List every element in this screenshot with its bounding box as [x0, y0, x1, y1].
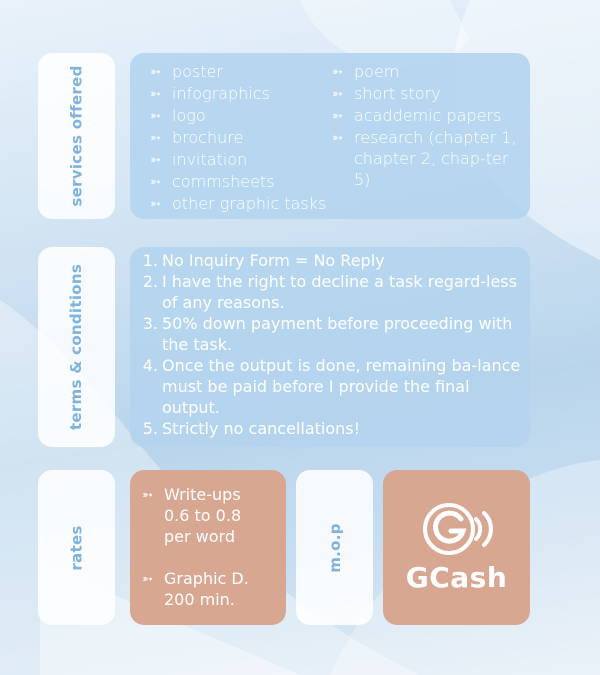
services-card: ➳ poster ➳ infographics ➳ logo ➳ brochure ➳ invit…: [130, 53, 530, 219]
arrow-right-icon: ➳: [150, 153, 161, 168]
service-item: ➳ acaddemic papers: [332, 105, 520, 127]
service-item: ➳ commsheets: [150, 171, 360, 193]
services-left-list: ➳ poster ➳ infographics ➳ logo ➳ brochure ➳ invit…: [150, 61, 360, 215]
term-item: 1.No Inquiry Form = No Reply: [142, 250, 522, 271]
service-item: ➳ research (chapter 1, chapter 2, chap-te…: [332, 127, 520, 190]
arrow-right-icon: ➳: [150, 131, 161, 146]
term-number: 1.: [142, 251, 158, 270]
term-text: No Inquiry Form = No Reply: [162, 251, 385, 270]
services-right-list: ➳ poem ➳ short story ➳ acaddemic papers ➳ resea…: [332, 61, 520, 190]
writeups-range: 0.6 to 0.8: [164, 506, 242, 525]
service-item: ➳ poem: [332, 61, 520, 83]
arrow-right-icon: ➳: [332, 87, 343, 102]
service-item-label: poster: [172, 62, 223, 81]
service-item: ➳ other graphic tasks: [150, 193, 360, 215]
arrow-right-icon: ➳: [150, 197, 161, 212]
term-number: 2.: [142, 272, 158, 291]
service-item-label: acaddemic papers: [354, 106, 502, 125]
arrow-right-icon: ➳: [150, 87, 161, 102]
graphic-title: Graphic D.: [164, 569, 249, 588]
term-item: 4.Once the output is done, remaining ba-…: [142, 355, 522, 418]
service-item: ➳ short story: [332, 83, 520, 105]
writeups-unit: per word: [164, 527, 235, 546]
rates-label-panel: rates: [38, 470, 115, 625]
term-number: 5.: [142, 419, 158, 438]
arrow-right-icon: ➳: [150, 109, 161, 124]
service-item-label: poem: [354, 62, 400, 81]
arrow-right-icon: ➳: [142, 488, 153, 503]
graphic-rate: ➳ Graphic D. 200 min.: [142, 568, 282, 610]
rates-card: ➳ Write-ups 0.6 to 0.8 per word ➳ Graphi…: [130, 470, 286, 625]
terms-label: terms & conditions: [67, 263, 86, 431]
mop-label: m.o.p: [325, 522, 344, 573]
arrow-right-icon: ➳: [150, 175, 161, 190]
service-item-label: brochure: [172, 128, 244, 147]
writeups-rate: ➳ Write-ups 0.6 to 0.8 per word: [142, 484, 282, 547]
term-text: 50% down payment before proceeding with …: [162, 314, 513, 354]
arrow-right-icon: ➳: [150, 65, 161, 80]
writeups-title: Write-ups: [164, 485, 241, 504]
services-label: services offered: [67, 65, 86, 207]
service-item-label: infographics: [172, 84, 270, 103]
term-text: Once the output is done, remaining ba-la…: [162, 356, 521, 417]
services-label-panel: services offered: [38, 53, 115, 219]
arrow-right-icon: ➳: [332, 131, 343, 146]
service-item: ➳ logo: [150, 105, 360, 127]
term-number: 4.: [142, 356, 158, 375]
service-item-label: short story: [354, 84, 441, 103]
service-item-label: invitation: [172, 150, 248, 169]
service-item: ➳ infographics: [150, 83, 360, 105]
terms-label-panel: terms & conditions: [38, 247, 115, 447]
mop-label-panel: m.o.p: [296, 470, 373, 625]
service-item-label: other graphic tasks: [172, 194, 327, 213]
gcash-brand: GCash: [405, 561, 508, 594]
arrow-right-icon: ➳: [142, 572, 153, 587]
term-text: Strictly no cancellations!: [162, 419, 361, 438]
term-number: 3.: [142, 314, 158, 333]
term-item: 3.50% down payment before proceeding wit…: [142, 313, 522, 355]
service-item-label: logo: [172, 106, 206, 125]
service-item-label: research (chapter 1, chapter 2, chap-ter…: [354, 128, 517, 189]
arrow-right-icon: ➳: [332, 65, 343, 80]
gcash-logo: GCash: [383, 470, 530, 625]
graphic-min: 200 min.: [164, 590, 235, 609]
service-item: ➳ brochure: [150, 127, 360, 149]
term-text: I have the right to decline a task regar…: [162, 272, 517, 312]
rates-label: rates: [67, 524, 86, 571]
gcash-card: GCash: [383, 470, 530, 625]
service-item: ➳ poster: [150, 61, 360, 83]
service-item: ➳ invitation: [150, 149, 360, 171]
gcash-icon: [422, 503, 493, 555]
term-item: 2.I have the right to decline a task reg…: [142, 271, 522, 313]
service-item-label: commsheets: [172, 172, 275, 191]
term-item: 5.Strictly no cancellations!: [142, 418, 522, 439]
arrow-right-icon: ➳: [332, 109, 343, 124]
